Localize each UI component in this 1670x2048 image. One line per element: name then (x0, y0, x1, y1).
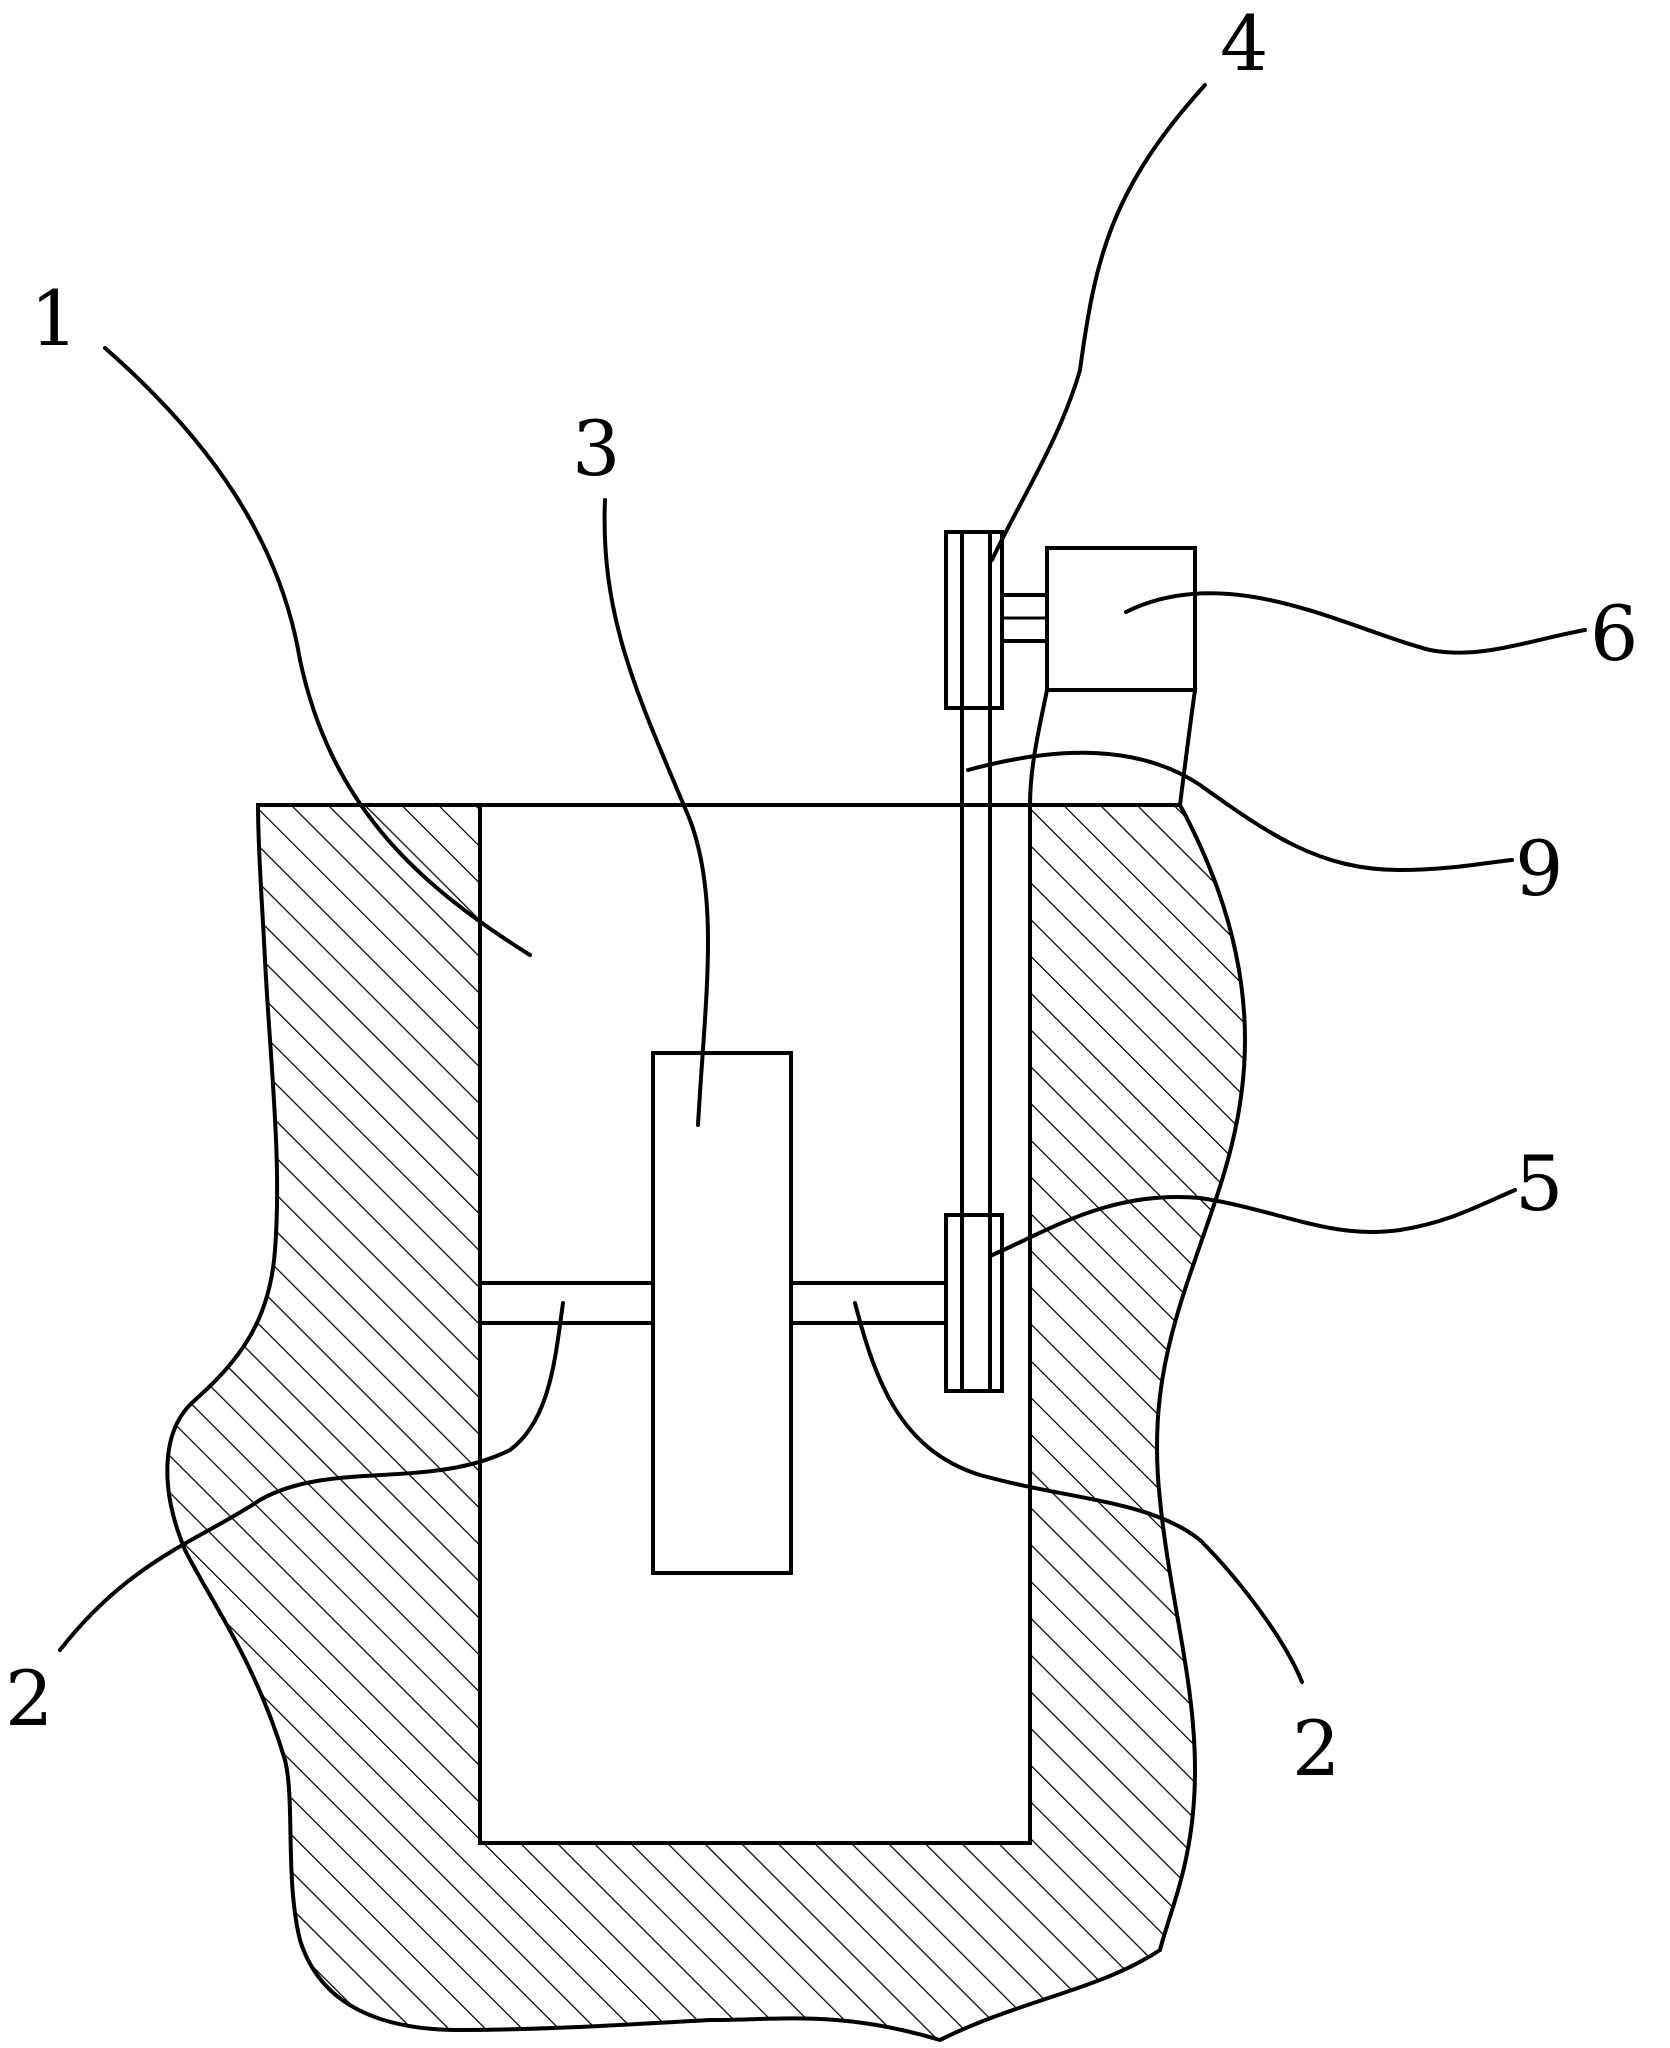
leader-line-4 (990, 83, 1207, 562)
ref-label-shaft-right: 2 (1292, 1704, 1340, 1793)
leader-line-3 (602, 498, 710, 1127)
leader-line-9 (966, 750, 1514, 873)
motor-housing (1045, 546, 1197, 692)
ref-label-rotor: 3 (572, 404, 620, 493)
rotor-block (651, 1051, 793, 1575)
lower-pulley (944, 1213, 1004, 1393)
ref-label-lower-pulley: 5 (1515, 1139, 1563, 1228)
shaft-right-segment (789, 1281, 948, 1325)
ref-label-upper-pulley: 4 (1220, 0, 1268, 88)
leader-line-1 (103, 346, 532, 957)
motor-support-bracket (1027, 688, 1198, 807)
ref-label-belt: 9 (1515, 824, 1563, 913)
ref-label-tank: 1 (30, 274, 78, 363)
leader-line-2-right (853, 1301, 1304, 1684)
ref-label-shaft-left: 2 (5, 1654, 53, 1743)
shaft-left-segment (478, 1281, 655, 1325)
ref-label-motor: 6 (1590, 589, 1638, 678)
leader-line-6 (1124, 591, 1587, 655)
leader-line-2-left (58, 1301, 565, 1652)
leader-line-5 (988, 1188, 1517, 1258)
